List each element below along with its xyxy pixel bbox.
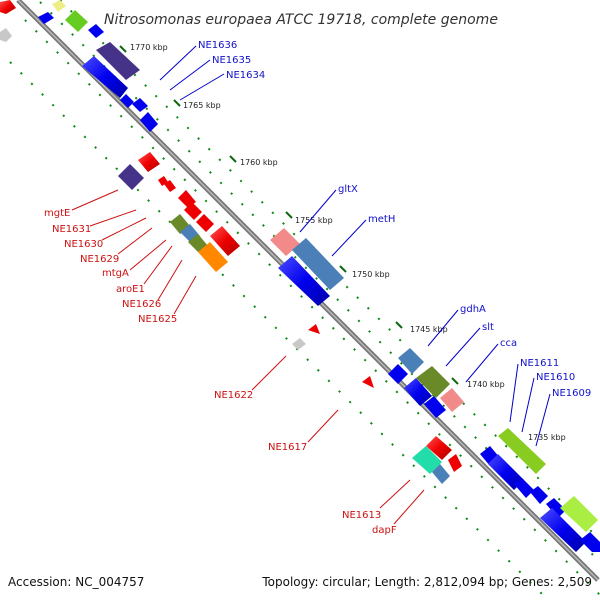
gene-box[interactable] xyxy=(440,388,464,412)
gene-arrow[interactable] xyxy=(546,498,566,518)
gene-arrow[interactable] xyxy=(580,532,600,552)
gene-label[interactable]: slt xyxy=(482,322,494,333)
gene-arrow[interactable] xyxy=(424,396,446,418)
gene-label[interactable]: cca xyxy=(500,338,517,349)
gene-label[interactable]: NE1611 xyxy=(520,358,559,369)
tick-label: 1755 kbp xyxy=(295,216,333,225)
gene-arrow[interactable] xyxy=(164,180,176,192)
forward-strand-genes xyxy=(38,10,600,552)
gene-box[interactable] xyxy=(432,464,450,484)
gene-label[interactable]: NE1636 xyxy=(198,40,237,51)
tick-label: 1765 kbp xyxy=(183,101,221,110)
gene-arrow[interactable] xyxy=(184,202,202,220)
accession-text: Accession: NC_004757 xyxy=(8,575,144,589)
gene-arrow[interactable] xyxy=(196,214,214,232)
gene-arrow[interactable] xyxy=(38,12,54,24)
gene-label[interactable]: gltX xyxy=(338,184,358,195)
gene-label[interactable]: mgtE xyxy=(44,208,70,219)
gene-label[interactable]: NE1622 xyxy=(214,390,253,401)
genome-summary-text: Topology: circular; Length: 2,812,094 bp… xyxy=(261,575,592,589)
gene-arrow[interactable] xyxy=(540,508,586,552)
gene-box[interactable] xyxy=(498,428,546,474)
gene-arrow[interactable] xyxy=(140,112,158,132)
gene-arrow[interactable] xyxy=(0,0,16,14)
gene-arrow[interactable] xyxy=(210,226,240,256)
tick-label: 1745 kbp xyxy=(410,325,448,334)
gene-arrow[interactable] xyxy=(488,454,524,490)
gene-box[interactable] xyxy=(560,496,598,532)
map-title: Nitrosomonas europaea ATCC 19718, comple… xyxy=(104,12,498,28)
gene-arrow[interactable] xyxy=(426,436,452,460)
gene-box[interactable] xyxy=(412,446,442,474)
gene-box[interactable] xyxy=(188,234,208,252)
gene-label[interactable]: NE1631 xyxy=(52,224,91,235)
gene-arrow[interactable] xyxy=(138,152,160,172)
reverse-gene-labels: mgtE NE1631 NE1630 NE1629 mtgA aroE1 NE1… xyxy=(44,208,397,536)
gene-arrow[interactable] xyxy=(278,256,330,306)
gene-label[interactable]: NE1617 xyxy=(268,442,307,453)
gene-box[interactable] xyxy=(398,348,424,374)
gene-label[interactable]: NE1613 xyxy=(342,510,381,521)
tick-label: 1750 kbp xyxy=(352,270,390,279)
gene-box[interactable] xyxy=(270,228,300,256)
gene-label[interactable]: NE1635 xyxy=(212,55,251,66)
gene-arrow[interactable] xyxy=(132,98,148,112)
gene-arrow[interactable] xyxy=(362,376,374,388)
gene-arrow[interactable] xyxy=(120,94,134,108)
tick-label: 1770 kbp xyxy=(130,43,168,52)
tick-label: 1760 kbp xyxy=(240,158,278,167)
gene-label[interactable]: NE1629 xyxy=(80,254,119,265)
tick-guides xyxy=(9,0,600,598)
gene-arrow[interactable] xyxy=(82,56,128,98)
gene-box[interactable] xyxy=(0,28,12,42)
gene-arrow[interactable] xyxy=(88,24,104,38)
gene-label[interactable]: NE1625 xyxy=(138,314,177,325)
gene-arrow[interactable] xyxy=(65,10,88,32)
reverse-strand-genes xyxy=(0,0,462,484)
gene-label[interactable]: metH xyxy=(368,214,395,225)
gene-box[interactable] xyxy=(118,164,144,190)
gene-arrow[interactable] xyxy=(388,364,408,384)
gene-box[interactable] xyxy=(198,242,228,272)
gene-label[interactable]: dapF xyxy=(372,525,397,536)
gene-arrow[interactable] xyxy=(308,324,320,334)
gene-label[interactable]: mtgA xyxy=(102,268,129,279)
gene-box[interactable] xyxy=(52,0,66,12)
gene-arrow[interactable] xyxy=(530,486,548,504)
tick-marks xyxy=(119,45,513,439)
gene-label[interactable]: NE1609 xyxy=(552,388,591,399)
forward-gene-labels: NE1636 NE1635 NE1634 gltX metH gdhA slt … xyxy=(198,40,591,399)
gene-box[interactable] xyxy=(292,338,306,350)
gene-label[interactable]: NE1626 xyxy=(122,299,161,310)
gene-label[interactable]: NE1610 xyxy=(536,372,575,383)
leader-lines xyxy=(71,45,551,525)
gene-box[interactable] xyxy=(292,238,344,290)
gene-arrow[interactable] xyxy=(96,42,140,80)
gene-arrow[interactable] xyxy=(448,454,462,472)
gene-label[interactable]: NE1630 xyxy=(64,239,103,250)
tick-labels: 1770 kbp 1765 kbp 1760 kbp 1755 kbp 1750… xyxy=(130,43,566,442)
gene-box[interactable] xyxy=(416,366,450,398)
gene-arrow[interactable] xyxy=(404,378,432,406)
gene-label[interactable]: gdhA xyxy=(460,304,486,315)
gene-label[interactable]: NE1634 xyxy=(226,70,265,81)
gene-arrow[interactable] xyxy=(514,478,534,498)
tick-label: 1740 kbp xyxy=(467,380,505,389)
gene-label[interactable]: aroE1 xyxy=(116,284,145,295)
tick-label: 1735 kbp xyxy=(528,433,566,442)
